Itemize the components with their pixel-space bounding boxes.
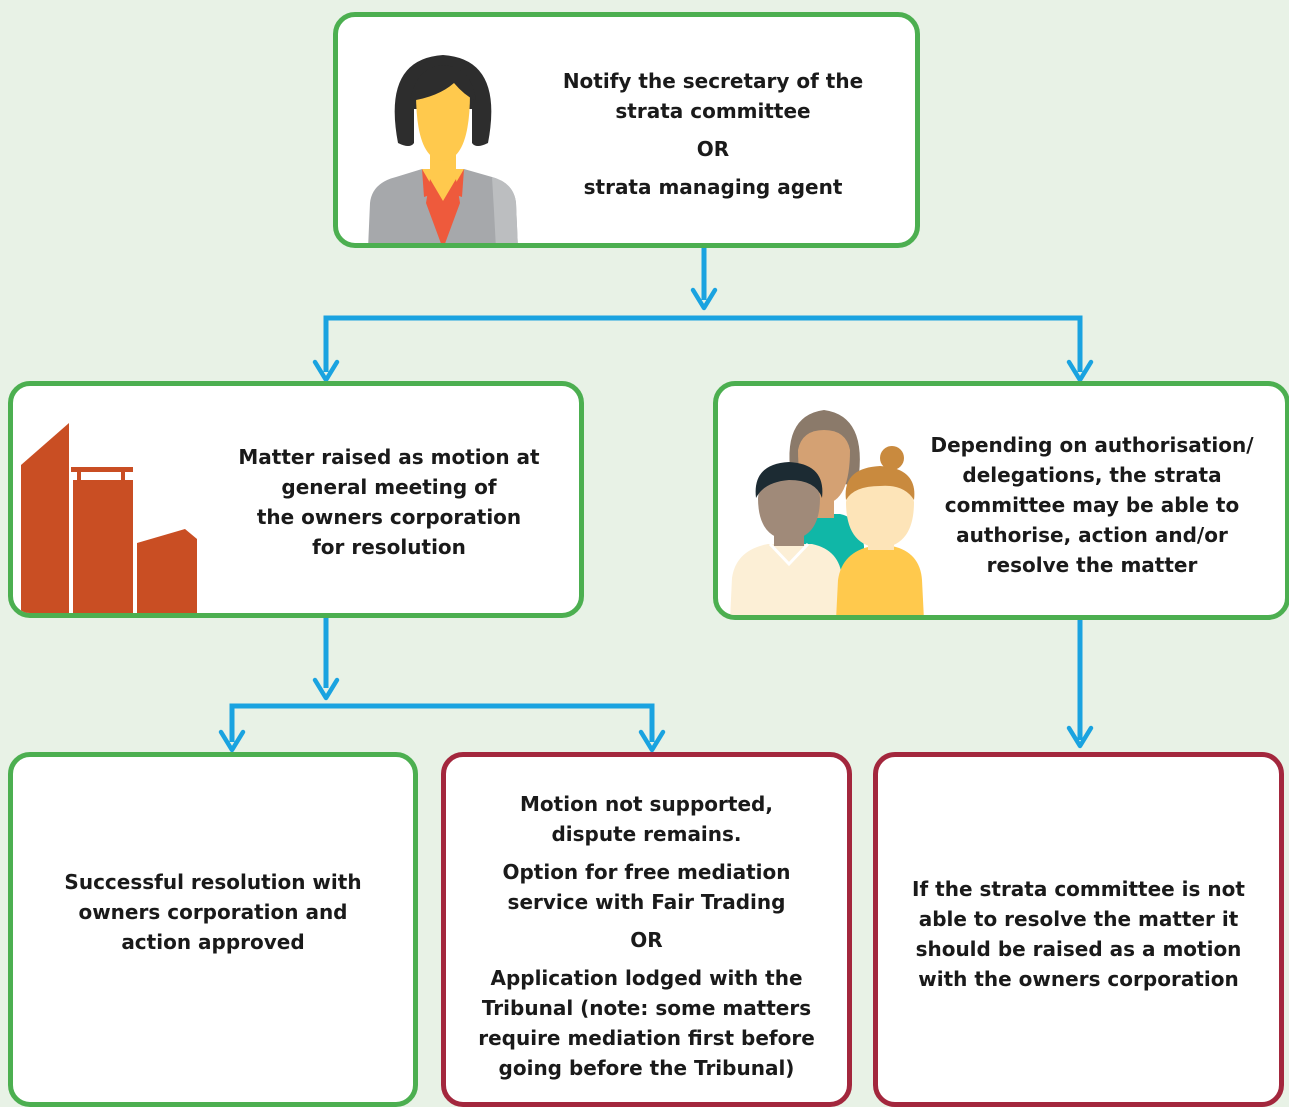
- committee-line-1: Depending on authorisation/: [930, 433, 1254, 457]
- success-box: Successful resolution with owners corpor…: [8, 752, 418, 1107]
- notify-line-2: strata committee: [615, 99, 811, 123]
- not-supported-line-3: Option for free mediation: [502, 860, 791, 884]
- general-meeting-line-4: for resolution: [312, 535, 466, 559]
- connector-top-branch: [323, 315, 1083, 372]
- general-meeting-text: Matter raised as motion at general meeti…: [219, 442, 559, 562]
- committee-line-3: committee may be able to: [944, 493, 1240, 517]
- general-meeting-box: Matter raised as motion at general meeti…: [8, 381, 584, 618]
- not-able-line-1: If the strata committee is not: [912, 877, 1245, 901]
- committee-line-2: delegations, the strata: [962, 463, 1222, 487]
- general-meeting-line-2: general meeting of: [281, 475, 497, 499]
- arrowhead-general-meeting: [312, 359, 340, 383]
- not-supported-line-8: going before the Tribunal): [498, 1056, 795, 1080]
- notify-line-3: strata managing agent: [583, 175, 843, 199]
- committee-text: Depending on authorisation/ delegations,…: [904, 430, 1280, 580]
- committee-line-4: authorise, action and/or: [956, 523, 1228, 547]
- arrowhead-success: [218, 729, 246, 753]
- group-of-people-icon: [730, 410, 924, 615]
- success-line-1: Successful resolution with: [64, 870, 362, 894]
- arrowhead-left-trunk: [312, 677, 340, 701]
- not-supported-or: OR: [630, 928, 663, 952]
- notify-box: Notify the secretary of the strata commi…: [333, 12, 920, 248]
- not-able-line-4: with the owners corporation: [918, 967, 1239, 991]
- woman-avatar-icon: [368, 55, 518, 243]
- notify-text: Notify the secretary of the strata commi…: [538, 66, 888, 202]
- general-meeting-line-3: the owners corporation: [256, 505, 522, 529]
- success-line-2: owners corporation and: [78, 900, 348, 924]
- not-supported-line-1: Motion not supported,: [520, 792, 773, 816]
- not-supported-box: Motion not supported, dispute remains. O…: [441, 752, 852, 1107]
- not-supported-text: Motion not supported, dispute remains. O…: [446, 789, 847, 1083]
- arrowhead-committee: [1066, 359, 1094, 383]
- success-text: Successful resolution with owners corpor…: [13, 867, 413, 957]
- success-line-3: action approved: [121, 930, 305, 954]
- arrowhead-not-able: [1066, 725, 1094, 749]
- committee-box: Depending on authorisation/ delegations,…: [713, 381, 1289, 620]
- notify-or: OR: [696, 137, 730, 161]
- general-meeting-line-1: Matter raised as motion at: [238, 445, 540, 469]
- not-supported-line-7: require mediation first before: [478, 1026, 815, 1050]
- notify-line-1: Notify the secretary of the: [562, 69, 864, 93]
- buildings-icon: [21, 423, 197, 613]
- not-supported-line-5: Application lodged with the: [490, 966, 803, 990]
- not-able-text: If the strata committee is not able to r…: [878, 874, 1279, 994]
- not-supported-line-6: Tribunal (note: some matters: [481, 996, 812, 1020]
- connector-left-branch: [229, 703, 655, 742]
- arrowhead-not-supported: [638, 729, 666, 753]
- arrowhead-top: [690, 287, 718, 311]
- not-able-line-3: should be raised as a motion: [915, 937, 1242, 961]
- not-supported-line-4: service with Fair Trading: [507, 890, 786, 914]
- not-supported-line-2: dispute remains.: [551, 822, 742, 846]
- not-able-box: If the strata committee is not able to r…: [873, 752, 1284, 1107]
- not-able-line-2: able to resolve the matter it: [918, 907, 1239, 931]
- committee-line-5: resolve the matter: [986, 553, 1198, 577]
